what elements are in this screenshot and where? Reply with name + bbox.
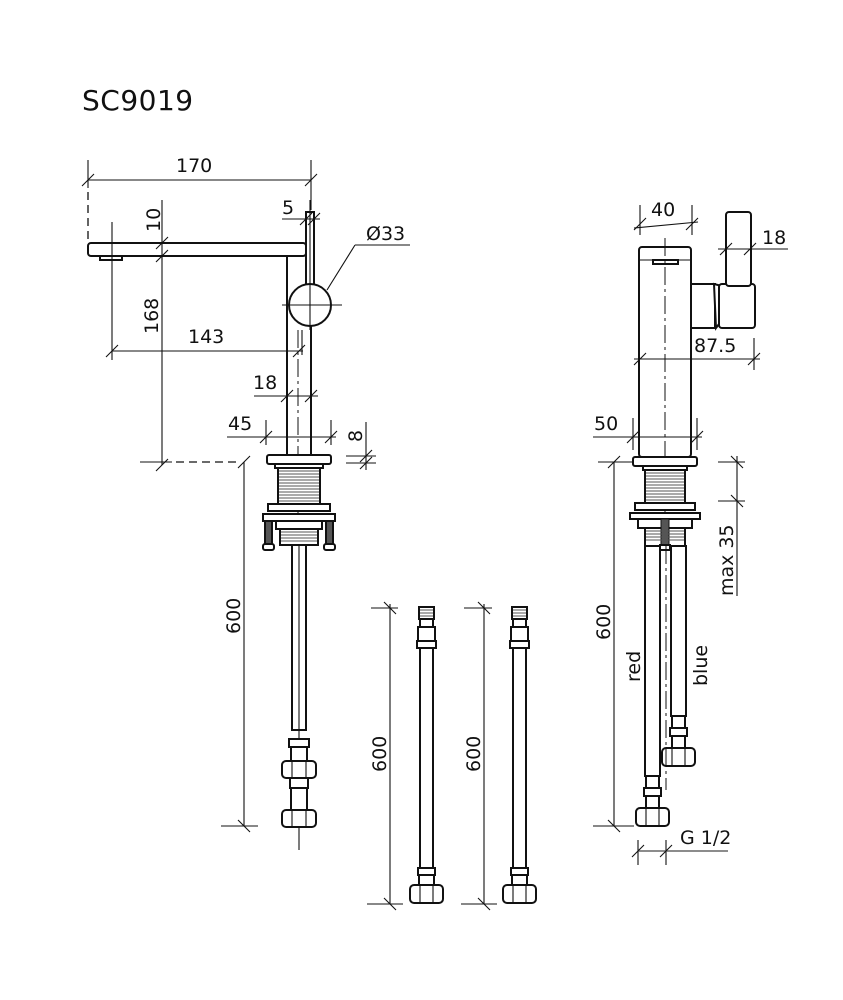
base-flange	[266, 454, 332, 465]
side-threaded-shank	[644, 469, 686, 505]
dim-50: 50	[594, 413, 618, 435]
dim-18-front: 18	[253, 372, 277, 394]
dim-600-hose-2: 600	[463, 736, 485, 772]
hose-1: 600	[367, 601, 444, 911]
dim-40: 40	[651, 199, 675, 221]
dim-87-5: 87.5	[694, 335, 736, 357]
fixing-plate	[262, 513, 336, 522]
dim-g-1-2: G 1/2	[680, 827, 731, 849]
nut-red	[635, 807, 670, 827]
dim-143: 143	[188, 326, 224, 348]
hose-red	[644, 545, 661, 777]
spout	[87, 242, 307, 257]
dim-10: 10	[143, 208, 165, 232]
aerator	[99, 255, 123, 261]
fixing-washer	[267, 503, 331, 512]
dim-diameter-33: Ø33	[366, 223, 405, 245]
dim-600-front: 600	[223, 598, 245, 634]
side-base-flange	[632, 456, 698, 467]
hose-nut-lower	[281, 809, 317, 828]
front-view: 170 5 Ø33 10 168	[81, 155, 410, 850]
handle-hub	[690, 283, 716, 329]
hose-nut-upper	[281, 760, 317, 779]
label-red: red	[623, 651, 645, 682]
label-blue: blue	[690, 645, 712, 686]
dim-max-35: max 35	[716, 524, 738, 596]
dim-18-side: 18	[762, 227, 786, 249]
dim-170: 170	[176, 155, 212, 177]
dim-600-side: 600	[593, 604, 615, 640]
dim-45: 45	[228, 413, 252, 435]
dim-600-hose-1: 600	[369, 736, 391, 772]
hose-2: 600	[461, 601, 537, 911]
dim-8: 8	[345, 430, 367, 442]
dim-5: 5	[282, 197, 294, 219]
side-view: 40 18 87.5 50	[593, 199, 788, 865]
dim-168: 168	[141, 298, 163, 334]
hose-blue	[670, 545, 687, 717]
handle-base	[718, 283, 756, 329]
drawing-title: SC9019	[82, 84, 194, 117]
nut-blue	[661, 747, 696, 767]
